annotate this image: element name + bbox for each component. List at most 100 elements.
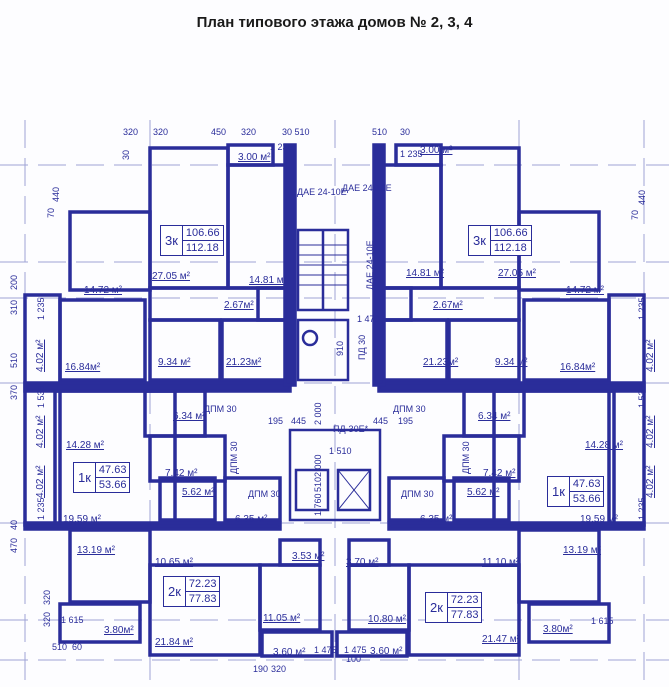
door-label: ПД 30 xyxy=(357,334,367,360)
dimension-label: 1 535 xyxy=(637,385,647,408)
loggia-area: 4.02 м² xyxy=(35,339,46,372)
balcony-area: 3.60 м² xyxy=(273,647,306,658)
room-area: 19.59 м² xyxy=(580,514,619,525)
dimension-label: 1 235 xyxy=(637,497,647,520)
room-area: 11.10 м² xyxy=(482,557,520,568)
room-area: 21.84 м² xyxy=(155,637,194,648)
door-label: ДПМ 30 xyxy=(204,404,237,414)
dimension-label: 370 xyxy=(9,384,19,400)
stair-core xyxy=(288,228,382,522)
dimension-label: 200 xyxy=(9,274,19,290)
plan-title: План типового этажа домов № 2, 3, 4 xyxy=(196,14,473,31)
right-section-walls xyxy=(335,143,646,658)
dimension-label: 470 xyxy=(9,537,19,553)
dimension-label: 320 xyxy=(123,127,139,137)
room-area: 9.34 м² xyxy=(495,357,528,368)
room-area: 9.34 м² xyxy=(158,357,191,368)
dimension-label: 910 xyxy=(335,340,345,356)
room-area: 7.42 м² xyxy=(165,468,198,479)
dimension-label: 1 615 xyxy=(591,616,614,626)
dimension-label: 70 xyxy=(46,207,56,218)
door-label: ДПМ 30 xyxy=(393,404,426,414)
room-area: 13.19 м² xyxy=(77,545,116,556)
dimension-label: 1 475 xyxy=(314,645,337,655)
balcony-area: 3.80м² xyxy=(104,625,134,636)
dimension-label: 40 xyxy=(9,519,19,530)
dimension-label: 510 xyxy=(52,642,68,652)
dimension-label: 1 235 xyxy=(637,297,647,320)
loggia-area: 4.02 м² xyxy=(35,415,46,448)
room-area: 14.28 м² xyxy=(66,440,105,451)
dimension-label: 60 xyxy=(72,642,83,652)
dimension-label: 310 xyxy=(9,299,19,315)
dimension-label: 30 xyxy=(400,127,411,137)
room-area: 6.34 м² xyxy=(173,411,206,422)
dimension-label: 1 400 xyxy=(372,212,382,235)
room-area: 3.00 м² xyxy=(238,152,271,163)
dimension-label: 1 235 xyxy=(270,142,293,152)
dimension-label: 190 xyxy=(253,664,269,674)
dimension-label: 2 000 xyxy=(313,402,323,425)
room-area: 10.80 м² xyxy=(368,614,407,625)
dimension-label: 1 235 xyxy=(400,149,423,159)
room-area: 27.05 м² xyxy=(498,268,537,279)
room-area: 3.70 м² xyxy=(346,557,379,568)
room-area: 5.62 м² xyxy=(467,487,500,498)
room-area: 21.23м² xyxy=(226,357,262,368)
door-label: ДПМ 30 xyxy=(401,489,434,499)
room-area: 19.59 м² xyxy=(63,514,102,525)
dimension-label: 440 xyxy=(51,186,61,202)
room-area: 6.34 м² xyxy=(478,411,511,422)
dimension-label: 320 xyxy=(153,127,169,137)
dimension-label: 445 xyxy=(291,416,307,426)
room-area: 7.42 м² xyxy=(483,468,516,479)
stair-steps xyxy=(298,244,348,286)
dimension-label: 450 xyxy=(211,127,227,137)
dimension-label: 1 235 xyxy=(36,297,46,320)
room-area: 14.72 м² xyxy=(566,285,605,296)
dimension-label: 1 535 xyxy=(36,385,46,408)
door-label: ДПМ 30 xyxy=(248,489,281,499)
room-area: 3.53 м² xyxy=(292,551,325,562)
room-area: 16.84м² xyxy=(65,362,101,373)
room-area: 10.65 м² xyxy=(155,557,194,568)
room-area: 6.35 м² xyxy=(235,514,268,525)
door-label: ДПМ 30 xyxy=(461,441,471,474)
room-area: 21.23м² xyxy=(423,357,459,368)
room-area: 21.47 м² xyxy=(482,634,521,645)
dimension-label: 440 xyxy=(637,189,647,205)
dimension-label: 510 xyxy=(313,476,323,492)
room-area: 3.00 м² xyxy=(420,145,453,156)
room-area: 2.67м² xyxy=(433,300,463,311)
loggia-area: 4.02 м² xyxy=(645,415,656,448)
room-area: 16.84м² xyxy=(560,362,596,373)
left-section-walls xyxy=(23,143,334,658)
balcony-area: 3.60 м² xyxy=(370,646,403,657)
room-area: 2.67м² xyxy=(224,300,254,311)
dimension-label: 1 760 xyxy=(313,493,323,516)
dimension-label: 445 xyxy=(373,416,389,426)
dimension-label: 320 xyxy=(271,664,287,674)
dimension-label: 30 510 xyxy=(282,127,310,137)
door-label: ПД-30Е* xyxy=(333,424,369,434)
room-area: 14.72 м² xyxy=(84,285,123,296)
dimension-label: 70 xyxy=(630,209,640,220)
dimension-label: 320 xyxy=(241,127,257,137)
balcony-area: 3.80м² xyxy=(543,624,573,635)
dimension-label: 1 510 xyxy=(329,446,352,456)
room-area: 11.05 м² xyxy=(263,613,301,624)
door-label: ДПМ 30 xyxy=(229,441,239,474)
dimension-label: 100 xyxy=(346,654,362,664)
room-area: 14.81 м² xyxy=(406,268,445,279)
room-area: 13.19 м² xyxy=(563,545,602,556)
room-area: 14.28 м² xyxy=(585,440,624,451)
room-area: 14.81 м² xyxy=(249,275,288,286)
dimension-label: 195 xyxy=(268,416,284,426)
